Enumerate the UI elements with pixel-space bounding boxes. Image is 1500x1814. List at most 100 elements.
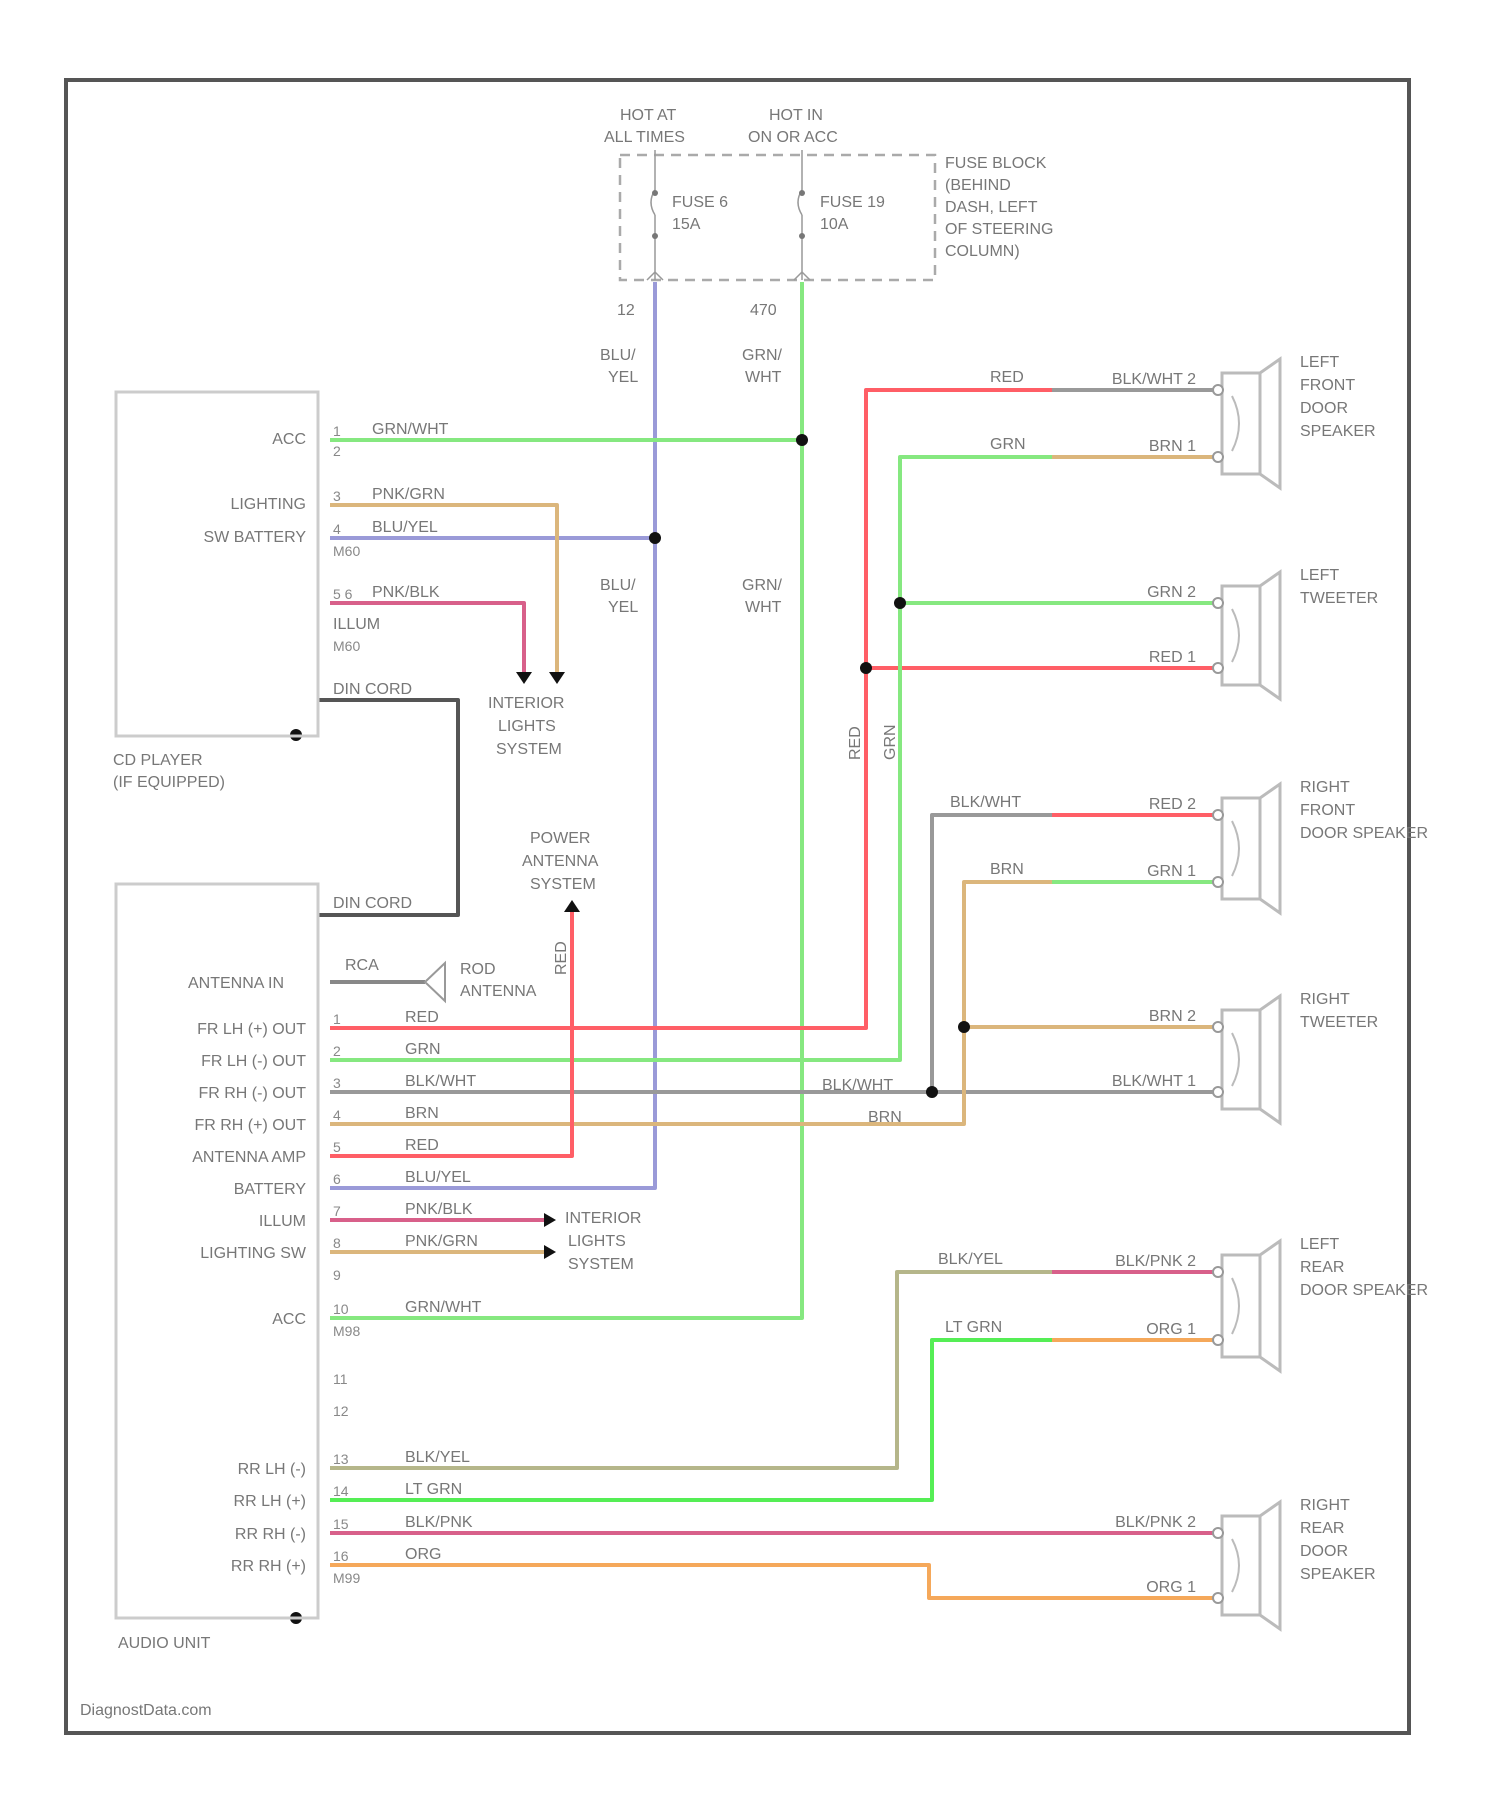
audio-unit: AUDIO UNIT DIN CORD ANTENNA IN RCA ROD A… (116, 884, 537, 1652)
audio-pin-number: 1 (333, 1011, 341, 1027)
speaker-cone (1260, 784, 1280, 913)
label-grn-wht-lower-1: GRN/ (742, 577, 783, 594)
fuse-block-label-4: OF STEERING (945, 221, 1053, 238)
label-grn-vertical: GRN (882, 724, 899, 760)
speaker-label-line: RIGHT (1300, 1497, 1350, 1514)
audio-pin-name: ACC (272, 1311, 306, 1328)
audio-pin-number: M98 (333, 1323, 360, 1339)
fuse-a-pin: 12 (617, 302, 635, 319)
speaker-terminal (1213, 1267, 1223, 1277)
fuse-block-label-1: FUSE BLOCK (945, 155, 1047, 172)
speaker-pin-bottom: ORG 1 (1146, 1579, 1196, 1596)
arrow-pnk-grn-interior (549, 672, 565, 684)
audio-pin-number: 4 (333, 1107, 341, 1123)
speaker-coil (1232, 396, 1239, 451)
power-antenna-1: POWER (530, 830, 590, 847)
speaker-magnet (1222, 373, 1260, 474)
speaker-terminal (1213, 1528, 1223, 1538)
audio-pin-wire: PNK/BLK (405, 1201, 473, 1218)
rca-label: RCA (345, 957, 379, 974)
speaker-cone (1260, 1241, 1280, 1371)
cd-pin-wire: GRN/WHT (372, 421, 449, 438)
fuse-a-contact-top (652, 190, 658, 196)
audio-pin-number: 10 (333, 1301, 349, 1317)
interior-lights-upper-3: SYSTEM (496, 741, 562, 758)
audio-pin-name: RR LH (+) (234, 1493, 306, 1510)
diagram-frame (66, 80, 1409, 1733)
speaker-cone (1260, 996, 1280, 1123)
arrow-power-antenna (564, 900, 580, 912)
audio-pin-name: FR RH (+) OUT (194, 1117, 306, 1134)
cd-pin-number: 4 (333, 521, 341, 537)
audio-pin-number: 3 (333, 1075, 341, 1091)
cd-pin-number: 3 (333, 488, 341, 504)
audio-pin-name: ANTENNA AMP (192, 1149, 306, 1166)
speaker-coil (1232, 1033, 1239, 1086)
fuse-b-name: FUSE 19 (820, 194, 885, 211)
audio-pin-wire: RED (405, 1009, 439, 1026)
speaker-label-line: FRONT (1300, 802, 1355, 819)
arrow-lighting-interior (544, 1245, 556, 1259)
speaker-coil (1232, 821, 1239, 876)
wire-red-antenna-amp (330, 908, 572, 1156)
wire-din-cord (318, 700, 458, 915)
speaker-label-line: DOOR (1300, 400, 1348, 417)
audio-pin-number: 16 (333, 1548, 349, 1564)
speaker-rf: RED 2GRN 1RIGHTFRONTDOOR SPEAKER (1147, 779, 1428, 913)
audio-pin-number: 2 (333, 1043, 341, 1059)
lr-feed-top-label: BLK/YEL (938, 1251, 1003, 1268)
cd-din-cord-label: DIN CORD (333, 681, 412, 698)
cd-player: CD PLAYER (IF EQUIPPED) 1ACCGRN/WHT23LIG… (113, 392, 449, 791)
label-blu-yel-lower-2: YEL (608, 599, 638, 616)
cd-pin-wire: BLU/YEL (372, 519, 438, 536)
speaker-pin-bottom: ORG 1 (1146, 1321, 1196, 1338)
fuse-b-rating: 10A (820, 216, 849, 233)
speaker-label-line: LEFT (1300, 567, 1339, 584)
audio-pin-name: FR LH (-) OUT (201, 1053, 306, 1070)
speaker-pin-bottom: RED 1 (1149, 649, 1196, 666)
speaker-magnet (1222, 798, 1260, 899)
cd-pin-number: 2 (333, 443, 341, 459)
cd-pin-name: ACC (272, 431, 306, 448)
power-antenna-2: ANTENNA (522, 853, 599, 870)
speaker-label-line: LEFT (1300, 1236, 1339, 1253)
cd-pin-wire: PNK/BLK (372, 584, 440, 601)
audio-din-cord-label: DIN CORD (333, 895, 412, 912)
splice-node-rt-brn (958, 1021, 970, 1033)
speaker-pin-top: BLK/PNK 2 (1115, 1514, 1196, 1531)
speaker-terminal (1213, 1593, 1223, 1603)
audio-pin-name: RR RH (+) (231, 1558, 306, 1575)
cd-pin-number: M60 (333, 543, 360, 559)
speaker-terminal (1213, 810, 1223, 820)
interior-lights-upper-1: INTERIOR (488, 695, 564, 712)
speaker-cone (1260, 572, 1280, 699)
speaker-label-line: DOOR (1300, 1543, 1348, 1560)
interior-lights-lower-3: SYSTEM (568, 1256, 634, 1273)
audio-pin-name: ILLUM (259, 1213, 306, 1230)
rod-antenna-2: ANTENNA (460, 983, 537, 1000)
speaker-magnet (1222, 1010, 1260, 1109)
speaker-coil (1232, 609, 1239, 662)
wire-blu-yel-battery (330, 282, 655, 1188)
audio-pin-wire: GRN (405, 1041, 441, 1058)
audio-pin-number: 7 (333, 1203, 341, 1219)
audio-pin-wire: BRN (405, 1105, 439, 1122)
label-red-antenna: RED (553, 941, 570, 975)
interior-lights-lower-2: LIGHTS (568, 1233, 626, 1250)
audio-pin-name: FR LH (+) OUT (197, 1021, 306, 1038)
arrow-pnk-blk-interior (516, 672, 532, 684)
splice-node-rt-blk-wht (926, 1086, 938, 1098)
fuse-a-name: FUSE 6 (672, 194, 728, 211)
speaker-coil (1232, 1278, 1239, 1334)
audio-pin-number: 8 (333, 1235, 341, 1251)
rt-feed-a-label: BLK/WHT (822, 1077, 893, 1094)
lf-feed-bot-label: GRN (990, 436, 1026, 453)
cd-pin-wire: PNK/GRN (372, 486, 445, 503)
speaker-rr: BLK/PNK 2ORG 1RIGHTREARDOORSPEAKER (1115, 1497, 1376, 1629)
splice-node-lt-red (860, 662, 872, 674)
audio-pin-number: 14 (333, 1483, 349, 1499)
